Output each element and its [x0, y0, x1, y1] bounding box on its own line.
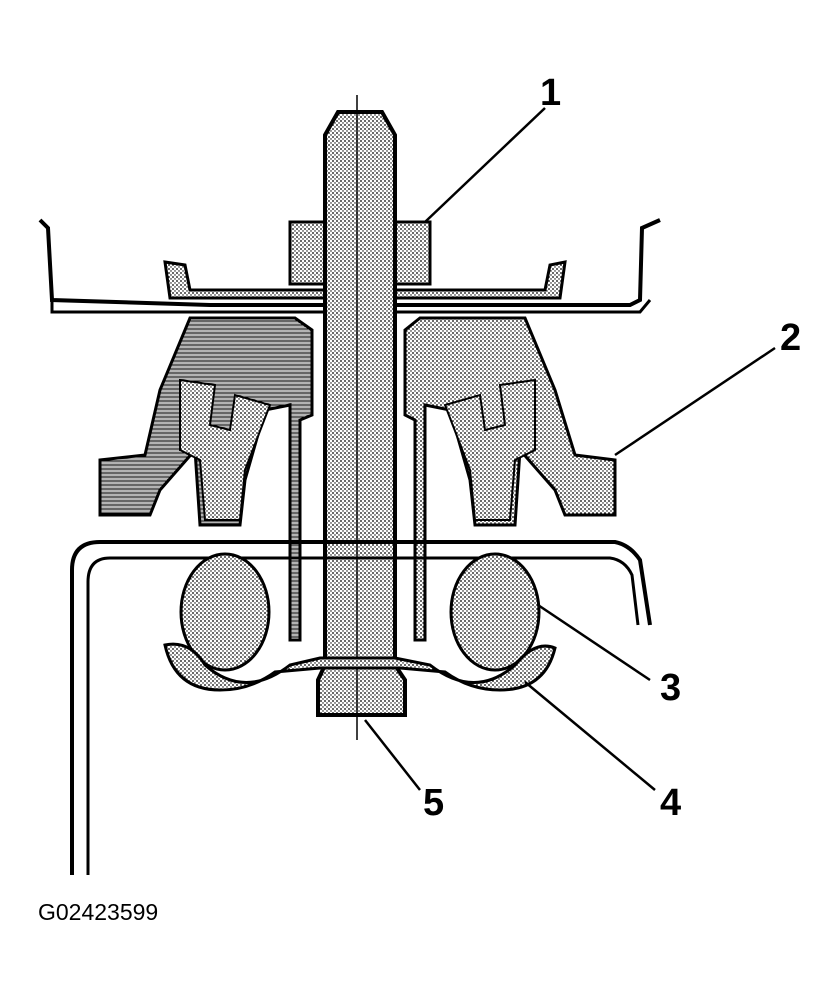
piston-rod [316, 110, 407, 717]
leader-line-2 [614, 346, 776, 457]
bearing-ball-right [449, 552, 541, 672]
strut-tower-panel [70, 540, 652, 875]
leader-line-4 [524, 681, 656, 791]
leader-line-3 [537, 603, 651, 682]
callout-1: 1 [540, 72, 561, 114]
figure-code: G02423599 [38, 899, 158, 925]
rubber-isolator-right [443, 378, 536, 521]
leader-line-1 [424, 107, 546, 223]
callout-3: 3 [660, 667, 681, 709]
leader-line-5 [364, 719, 421, 791]
rubber-isolator-left [179, 378, 272, 521]
bearing-ball-left [179, 552, 271, 672]
callout-4: 4 [660, 782, 681, 824]
upper-mount-panel [38, 218, 661, 307]
callout-2: 2 [780, 317, 801, 359]
callout-5: 5 [423, 782, 444, 824]
lower-spring-seat [163, 642, 557, 692]
strut-tower-panel-inner [86, 556, 640, 875]
